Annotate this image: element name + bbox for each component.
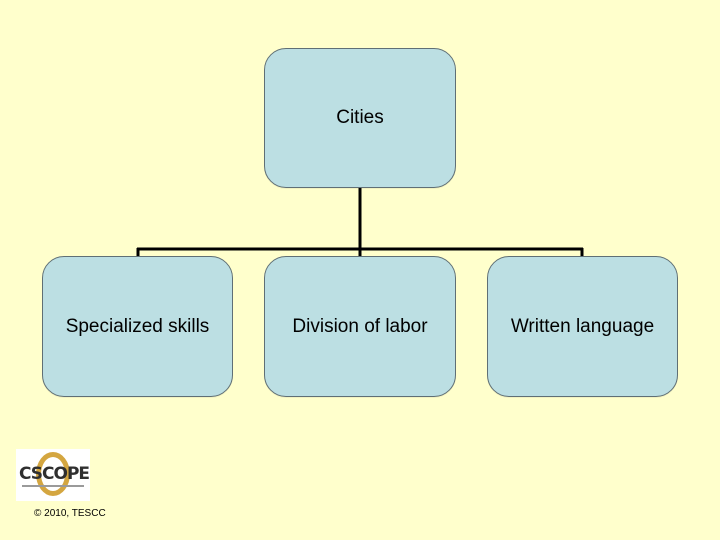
child-node-specialized-skills: Specialized skills: [42, 256, 233, 397]
child-node-label: Written language: [510, 315, 655, 337]
child-node-written-language: Written language: [487, 256, 678, 397]
root-node-cities: Cities: [264, 48, 456, 188]
child-node-label: Division of labor: [292, 315, 428, 337]
child-node-division-of-labor: Division of labor: [264, 256, 456, 397]
logo-ring-icon: [36, 452, 70, 496]
copyright-text: © 2010, TESCC: [34, 508, 106, 519]
child-node-label: Specialized skills: [65, 315, 210, 337]
logo-text: CSCOPE: [19, 464, 90, 484]
logo-tagline-bar: [22, 485, 84, 487]
cscope-logo: CSCOPE: [16, 449, 90, 501]
root-node-label: Cities: [336, 107, 384, 128]
